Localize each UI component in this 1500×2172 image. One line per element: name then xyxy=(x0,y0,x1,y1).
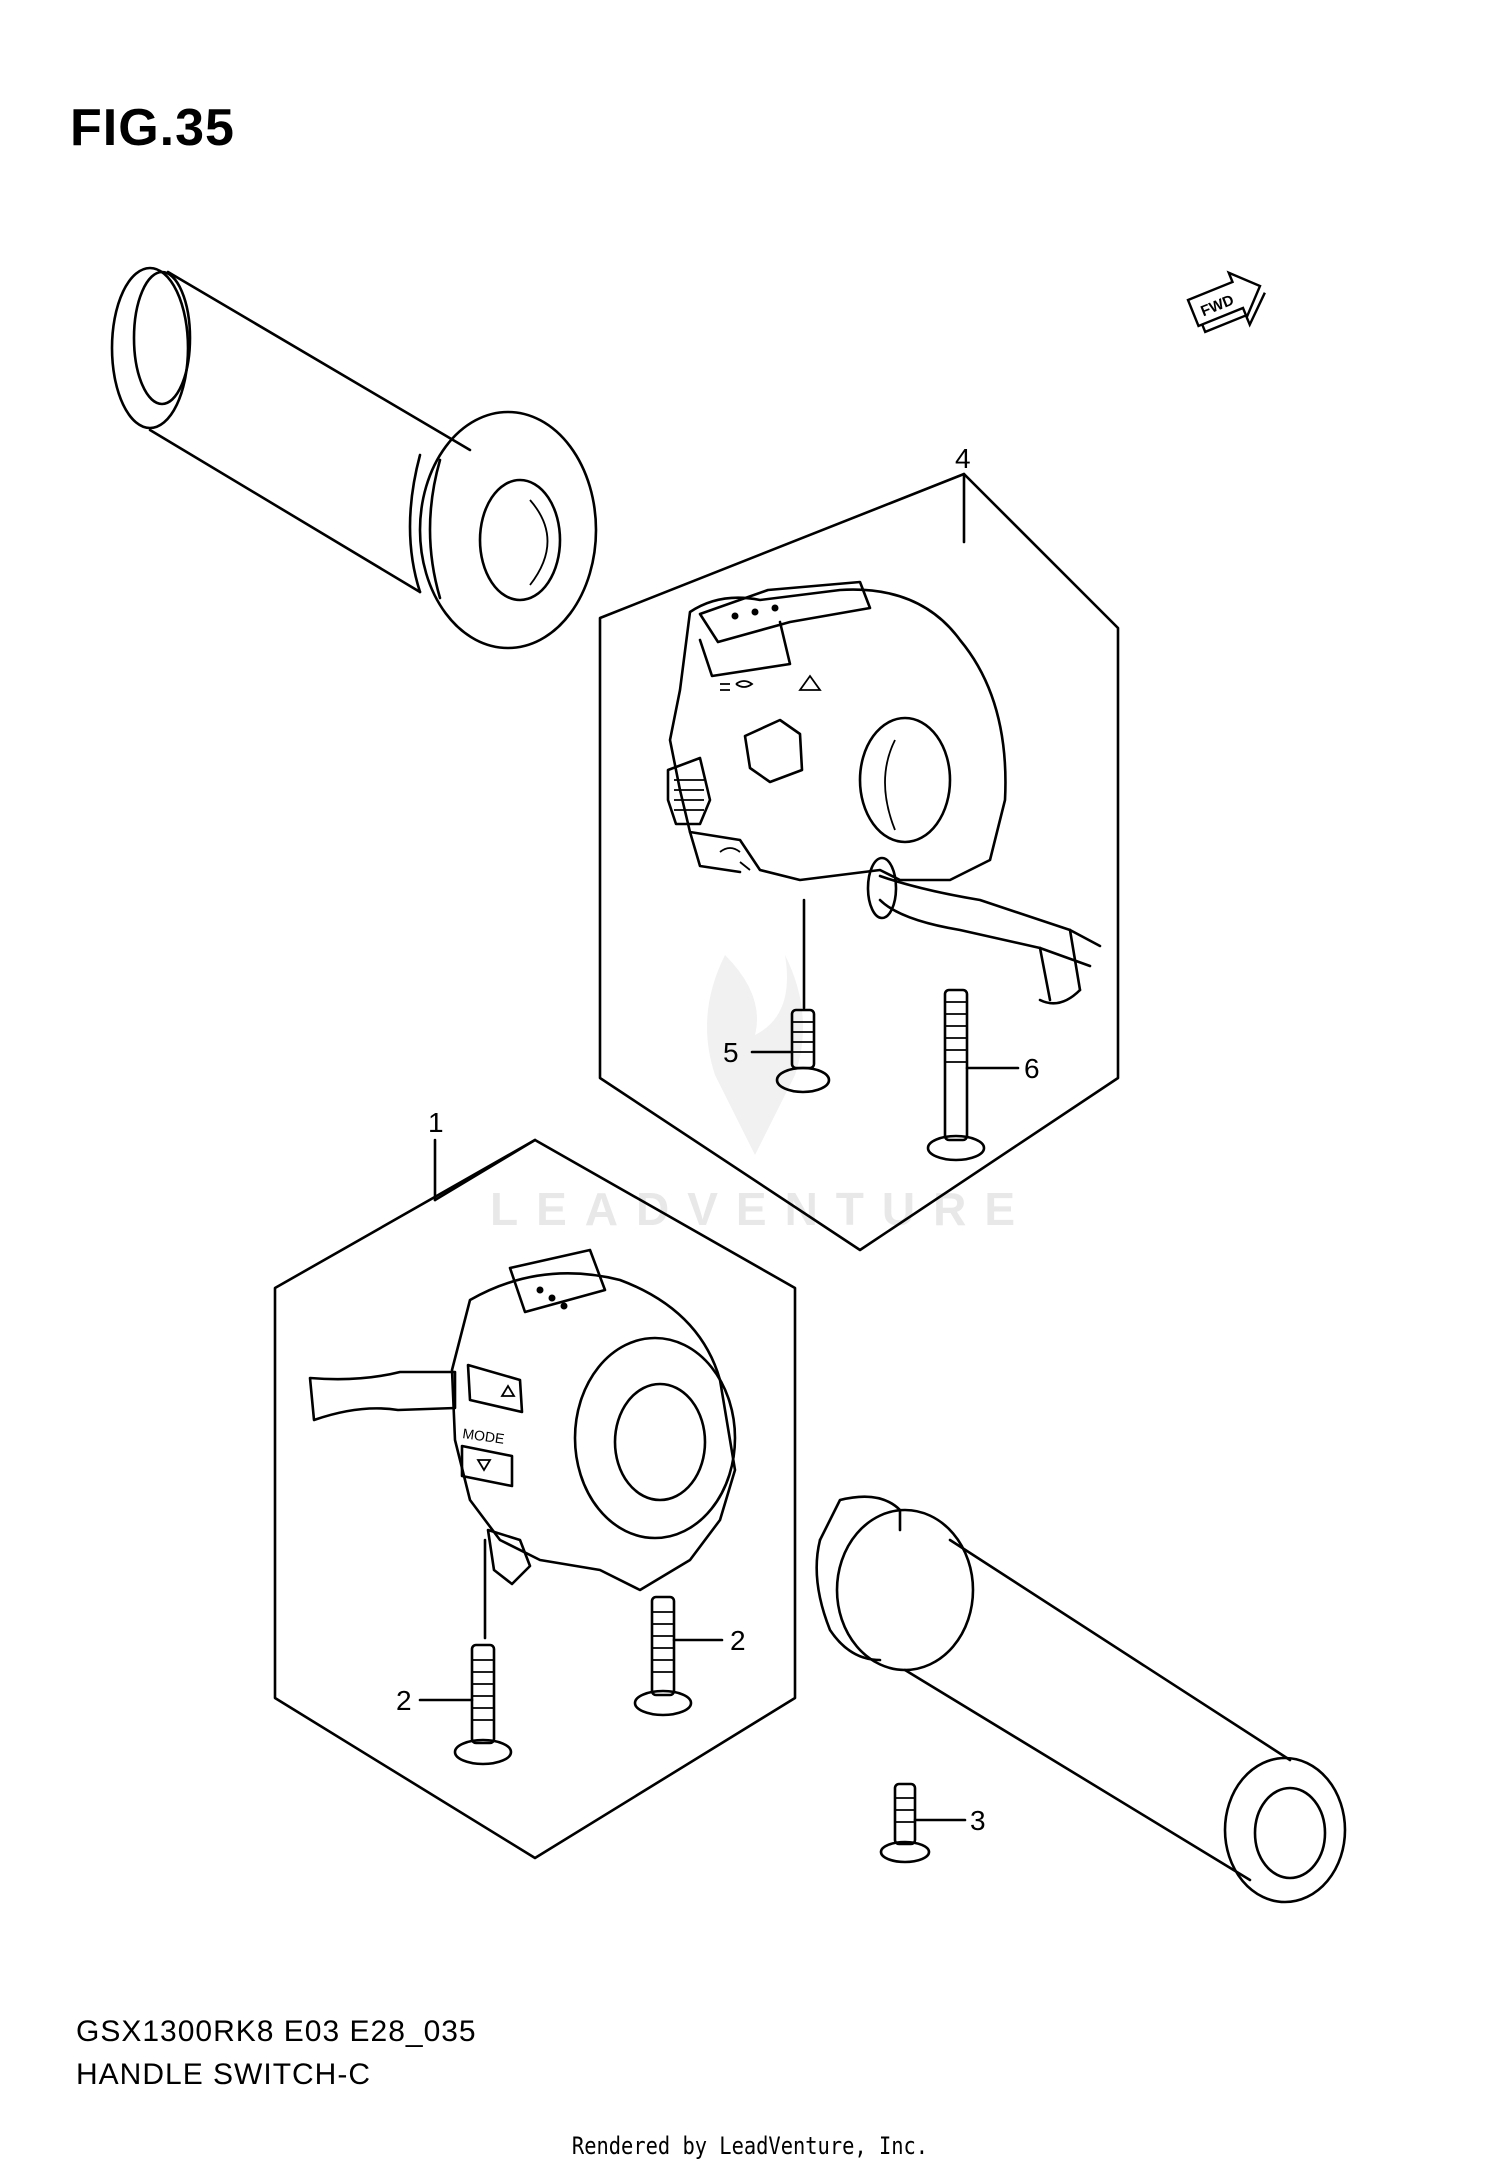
part-name: HANDLE SWITCH-C xyxy=(76,2058,372,2091)
watermark-logo-icon xyxy=(707,955,803,1155)
right-grip-drawing xyxy=(815,1495,1347,1904)
switch-kit-frame-right xyxy=(598,472,1120,1252)
watermark: LEADVENTURE xyxy=(490,955,1033,1235)
left-grip-drawing xyxy=(110,266,598,650)
screw-5-drawing xyxy=(750,898,831,1094)
screw-6-drawing xyxy=(926,988,1020,1162)
screw-2a-drawing xyxy=(418,1643,513,1766)
screw-3-drawing xyxy=(879,1782,967,1864)
switch-kit-frame-left xyxy=(273,1138,797,1860)
fwd-arrow-icon: FWD xyxy=(1186,270,1266,334)
right-handle-switch-drawing xyxy=(666,580,1102,1005)
rendered-by-credit: Rendered by LeadVenture, Inc. xyxy=(571,2132,929,2160)
screw-2b-drawing xyxy=(633,1595,724,1717)
callout-1: 1 xyxy=(428,1107,444,1138)
callout-6: 6 xyxy=(1024,1053,1040,1084)
callout-2-right: 2 xyxy=(730,1625,746,1656)
mode-button-label: MODE xyxy=(462,1425,506,1447)
left-handle-switch-drawing: MODE xyxy=(308,1248,737,1640)
callout-3: 3 xyxy=(970,1805,986,1836)
figure-title: FIG.35 xyxy=(70,99,235,157)
watermark-text: LEADVENTURE xyxy=(490,1183,1033,1235)
callout-2-left: 2 xyxy=(396,1685,412,1716)
callout-5: 5 xyxy=(723,1037,739,1068)
model-code: GSX1300RK8 E03 E28_035 xyxy=(76,2015,477,2048)
callout-4: 4 xyxy=(955,443,971,474)
